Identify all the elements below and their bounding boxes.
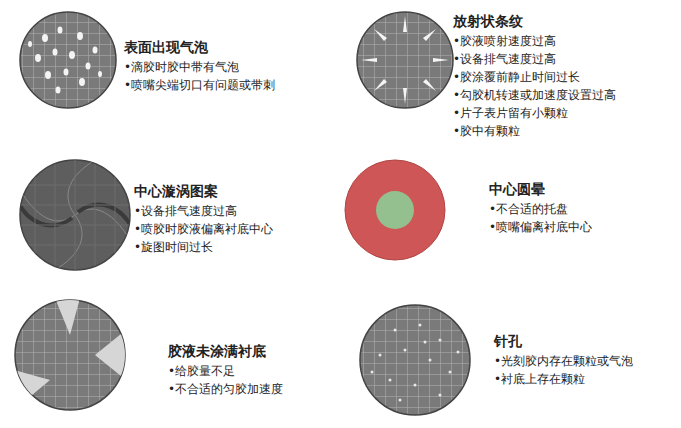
- streak-wafer: [357, 12, 453, 108]
- defect-title: 中心圆晕: [489, 180, 592, 198]
- defect-note: 放射状条纹 •胶液喷射速度过高•设备排气速度过高•胶涂覆前静止时间过长•勾胶机转速…: [453, 12, 616, 140]
- defect-title: 胶液未涂满衬底: [168, 342, 283, 360]
- cause-item: •喷嘴尖端切口有问题或带刺: [124, 76, 275, 94]
- defect-title: 针孔: [494, 332, 633, 350]
- halo-wafer: [345, 160, 445, 260]
- cause-item: •设备排气速度过高: [453, 50, 616, 68]
- cause-item: •片子表片留有小颗粒: [453, 104, 616, 122]
- defect-title: 表面出现气泡: [124, 38, 275, 56]
- defect-note: 表面出现气泡 •滴胶时胶中带有气泡•喷嘴尖端切口有问题或带刺: [124, 38, 275, 94]
- cause-item: •胶中有颗粒: [453, 122, 616, 140]
- cause-item: •胶液喷射速度过高: [453, 32, 616, 50]
- cause-item: •旋图时间过长: [134, 238, 273, 256]
- uncoated-wafer: [14, 298, 126, 410]
- cause-item: •光刻胶内存在颗粒或气泡: [494, 352, 633, 370]
- defect-note: 中心漩涡图案 •设备排气速度过高•喷胶时胶液偏离衬底中心•旋图时间过长: [134, 182, 273, 256]
- cause-item: •不合适的托盘: [489, 200, 592, 218]
- cause-item: •衬底上存在颗粒: [494, 370, 633, 388]
- defect-title: 中心漩涡图案: [134, 182, 273, 200]
- cause-item: •喷嘴偏离衬底中心: [489, 218, 592, 236]
- swirl-wafer: [18, 160, 132, 270]
- defect-title: 放射状条纹: [453, 12, 616, 30]
- cause-item: •喷胶时胶液偏离衬底中心: [134, 220, 273, 238]
- cause-item: •给胶量不足: [168, 362, 283, 380]
- pinhole-wafer: [360, 305, 470, 415]
- defect-note: 胶液未涂满衬底 •给胶量不足•不合适的匀胶加速度: [168, 342, 283, 398]
- cause-item: •设备排气速度过高: [134, 202, 273, 220]
- defect-note: 中心圆晕 •不合适的托盘•喷嘴偏离衬底中心: [489, 180, 592, 236]
- cause-item: •不合适的匀胶加速度: [168, 380, 283, 398]
- cause-item: •胶涂覆前静止时间过长: [453, 68, 616, 86]
- cause-item: •勾胶机转速或加速度设置过高: [453, 86, 616, 104]
- cause-item: •滴胶时胶中带有气泡: [124, 58, 275, 76]
- bubble-wafer: [20, 12, 116, 108]
- defect-note: 针孔 •光刻胶内存在颗粒或气泡•衬底上存在颗粒: [494, 332, 633, 388]
